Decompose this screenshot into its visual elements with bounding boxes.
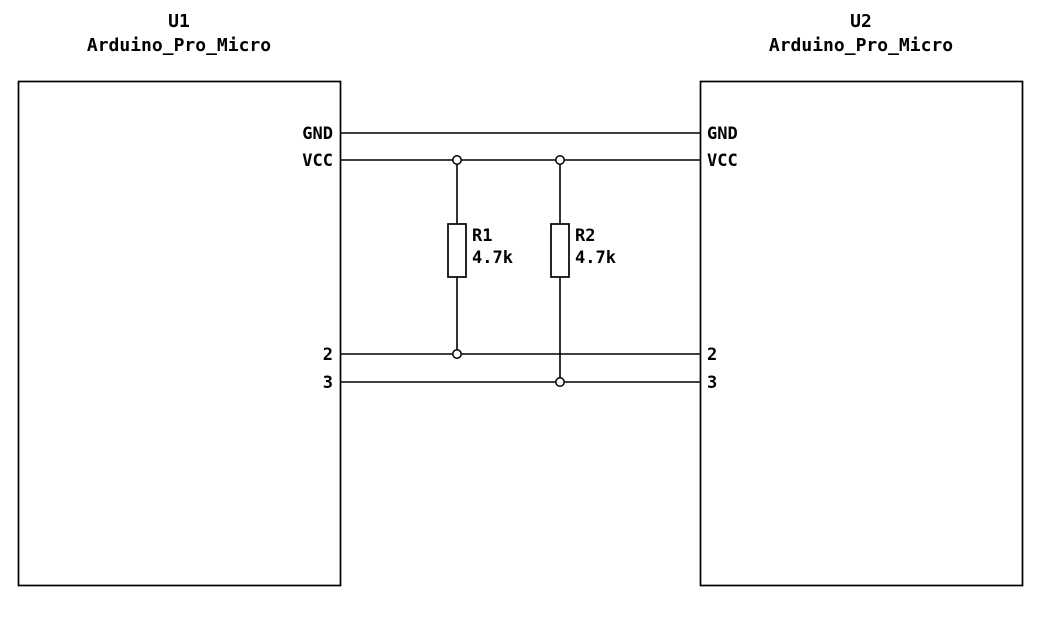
component-u2-pin-gnd: GND (707, 124, 738, 144)
resistor-r2-body (550, 223, 570, 278)
component-u2: U2 Arduino_Pro_Micro GND VCC 2 3 (699, 11, 1024, 587)
component-u2-ref: U2 (850, 11, 872, 32)
resistor-r2-ref: R2 (575, 226, 595, 246)
component-u1-pin-vcc: VCC (302, 151, 333, 171)
junction-r1-net2 (452, 349, 462, 359)
component-u2-value: Arduino_Pro_Micro (769, 35, 953, 56)
resistor-r2-value: 4.7k (575, 248, 616, 268)
junction-r2-vcc (555, 155, 565, 165)
component-u2-body (699, 80, 1024, 587)
resistor-r1-body (447, 223, 467, 278)
junction-r2-net3 (555, 377, 565, 387)
resistor-r1: R1 4.7k (447, 155, 513, 359)
resistor-r1-value: 4.7k (472, 248, 513, 268)
component-u1-body (17, 80, 342, 587)
component-u1-pin-3: 3 (323, 373, 333, 393)
resistor-r1-ref: R1 (472, 226, 492, 246)
component-u2-pin-3: 3 (707, 373, 717, 393)
wires (340, 132, 700, 383)
component-u1-pin-gnd: GND (302, 124, 333, 144)
component-u1-value: Arduino_Pro_Micro (87, 35, 271, 56)
component-u2-pin-2: 2 (707, 345, 717, 365)
component-u1: U1 Arduino_Pro_Micro GND VCC 2 3 (17, 11, 342, 587)
resistor-r2: R2 4.7k (550, 155, 616, 387)
component-u2-pin-vcc: VCC (707, 151, 738, 171)
component-u1-pin-2: 2 (323, 345, 333, 365)
junction-r1-vcc (452, 155, 462, 165)
component-u1-ref: U1 (168, 11, 190, 32)
